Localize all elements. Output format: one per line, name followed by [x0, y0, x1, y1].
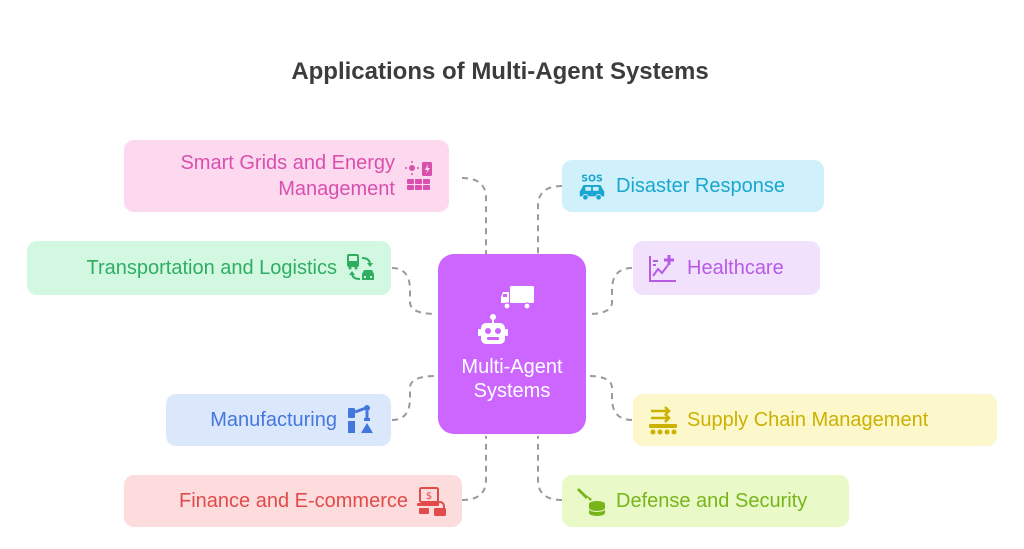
node-disaster-label: Disaster Response	[616, 175, 785, 197]
connector-defense	[537, 436, 563, 501]
node-disaster: SOS Disaster Response	[562, 160, 824, 212]
node-finance: Finance and E-commerce $	[124, 475, 462, 527]
svg-text:$: $	[426, 491, 432, 502]
connector-disaster	[537, 185, 563, 254]
diagram-title: Applications of Multi-Agent Systems	[291, 58, 709, 85]
health-chart-icon	[647, 252, 679, 284]
node-smart-grids-label: Smart Grids and Energy Management	[180, 152, 395, 200]
missile-stack-icon	[576, 485, 608, 517]
truck-icon	[500, 285, 536, 316]
node-finance-label: Finance and E-commerce	[179, 490, 408, 512]
connector-finance	[461, 436, 487, 501]
node-healthcare: Healthcare	[633, 241, 820, 295]
robot-arm-icon	[345, 404, 377, 436]
connector-healthcare	[587, 267, 633, 315]
node-healthcare-label: Healthcare	[687, 257, 784, 279]
node-defense: Defense and Security	[562, 475, 849, 527]
svg-text:SOS: SOS	[581, 173, 603, 184]
conveyor-icon	[647, 404, 679, 436]
laptop-money-lock-icon: $	[416, 485, 448, 517]
node-manufacturing: Manufacturing	[166, 394, 391, 446]
connector-transportation	[391, 267, 437, 315]
node-supply-chain: Supply Chain Management	[633, 394, 997, 446]
node-smart-grids: Smart Grids and Energy Management	[124, 140, 449, 212]
solar-energy-icon	[403, 160, 435, 192]
bus-car-exchange-icon	[345, 252, 377, 284]
node-manufacturing-label: Manufacturing	[210, 409, 337, 431]
node-supply-chain-label: Supply Chain Management	[687, 409, 929, 431]
node-transportation-label: Transportation and Logistics	[86, 257, 337, 279]
connector-manufacturing	[391, 375, 437, 421]
node-defense-label: Defense and Security	[616, 490, 808, 512]
connector-smart-grids	[461, 177, 487, 254]
center-label: Multi-Agent Systems	[461, 356, 563, 402]
node-transportation: Transportation and Logistics	[27, 241, 391, 295]
sos-car-icon: SOS	[576, 170, 608, 202]
center-node: Multi-Agent Systems	[438, 254, 586, 434]
connector-supply-chain	[587, 375, 633, 421]
robot-icon	[478, 313, 508, 352]
